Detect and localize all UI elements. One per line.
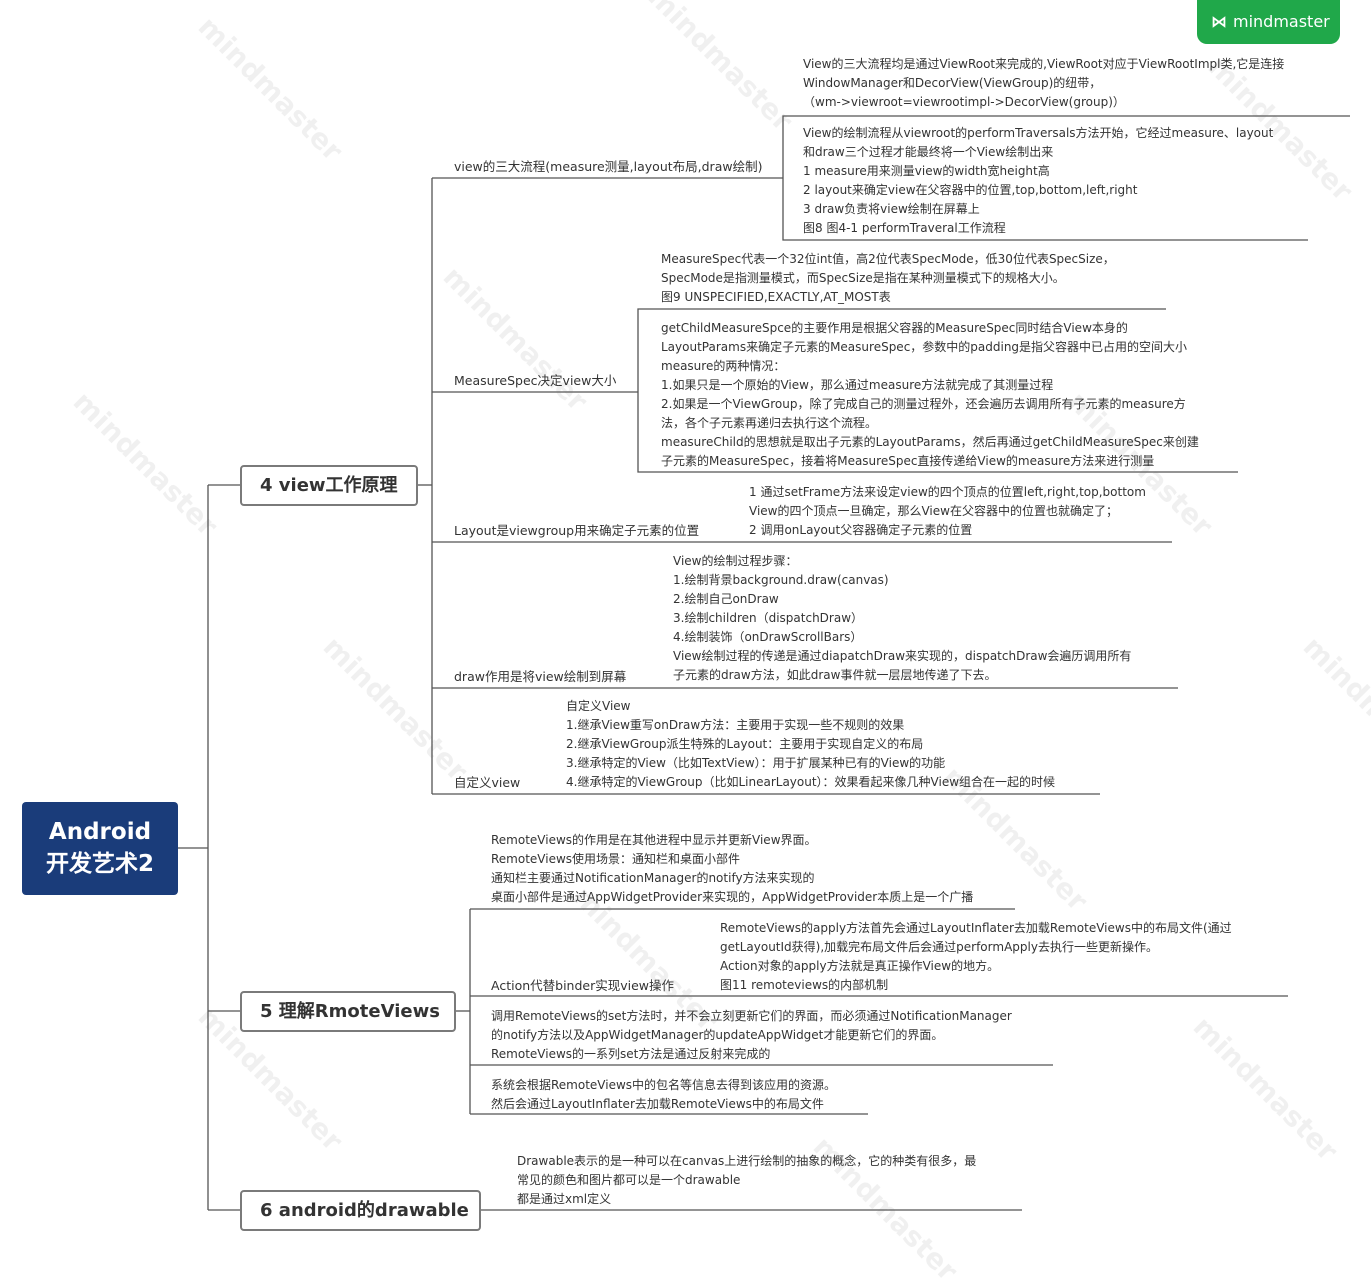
topic-label-draw[interactable]: draw作用是将view绘制到屏幕	[454, 669, 627, 684]
note-draw-flow: View的绘制流程从viewroot的performTraversals方法开始…	[803, 126, 1274, 235]
branch-title: 6 android的drawable	[260, 1200, 469, 1221]
note-remoteviews-resources: 系统会根据RemoteViews中的包名等信息去得到该应用的资源。 然后会通过L…	[491, 1078, 837, 1111]
mindmaster-icon: ⋈	[1211, 12, 1227, 31]
topic-label-custom-view[interactable]: 自定义view	[454, 775, 521, 790]
note-viewroot: View的三大流程均是通过ViewRoot来完成的,ViewRoot对应于Vie…	[803, 57, 1285, 109]
root-title-line1: Android	[48, 819, 152, 845]
note-measurespec-int: MeasureSpec代表一个32位int值，高2位代表SpecMode，低30…	[661, 252, 1115, 304]
note-drawable: Drawable表示的是一种可以在canvas上进行绘制的抽象的概念，它的种类有…	[517, 1154, 977, 1206]
branch-drawable[interactable]: 6 android的drawable	[240, 1190, 481, 1231]
note-draw-steps: View的绘制过程步骤： 1.绘制背景background.draw(canva…	[673, 554, 1132, 682]
branch-view-principle[interactable]: 4 view工作原理	[240, 465, 418, 506]
topic-label-layout[interactable]: Layout是viewgroup用来确定子元素的位置	[454, 523, 700, 538]
branch-title: 4 view工作原理	[260, 475, 398, 496]
mindmaster-logo: ⋈ mindmaster	[1197, 0, 1340, 44]
note-remoteviews-intro: RemoteViews的作用是在其他进程中显示并更新View界面。 Remote…	[491, 833, 974, 904]
note-layout: 1 通过setFrame方法来设定view的四个顶点的位置left,right,…	[749, 485, 1146, 537]
branch-remoteviews[interactable]: 5 理解RmoteViews	[240, 991, 456, 1032]
topic-label-action-binder[interactable]: Action代替binder实现view操作	[491, 978, 675, 993]
root-topic[interactable]: Android 开发艺术2	[22, 802, 178, 895]
topic-label-three-flows[interactable]: view的三大流程(measure测量,layout布局,draw绘制)	[454, 159, 763, 174]
root-title-line2: 开发艺术2	[45, 851, 154, 877]
note-remoteviews-set: 调用RemoteViews的set方法时，并不会立刻更新它们的界面，而必须通过N…	[491, 1009, 1012, 1061]
note-child-measurespec: getChildMeasureSpce的主要作用是根据父容器的MeasureSp…	[661, 321, 1199, 468]
connector-lines	[178, 115, 1350, 1211]
brand-name: mindmaster	[1233, 12, 1330, 31]
branch-title: 5 理解RmoteViews	[260, 1001, 440, 1022]
topic-label-measurespec[interactable]: MeasureSpec决定view大小	[454, 373, 617, 388]
note-remoteviews-apply: RemoteViews的apply方法首先会通过LayoutInflater去加…	[720, 921, 1232, 992]
note-custom-view: 自定义View 1.继承View重写onDraw方法：主要用于实现一些不规则的效…	[566, 699, 1056, 789]
